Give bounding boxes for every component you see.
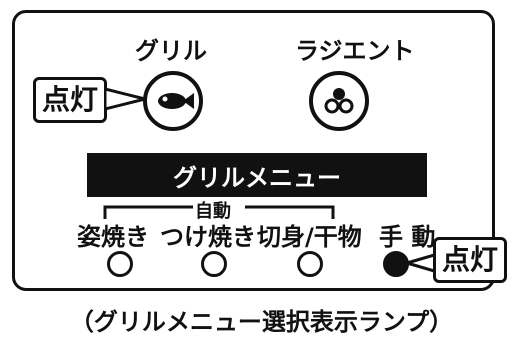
lamp-manual-lit [383, 251, 409, 277]
option-sugatayaki[interactable]: 姿焼き [77, 223, 149, 251]
lamp-tsukeyaki [201, 251, 227, 277]
radiant-label: ラジエント [295, 37, 415, 65]
option-kirimi-himono[interactable]: 切身/干物 [257, 223, 362, 251]
grill-label: グリル [135, 37, 207, 65]
auto-label: 自動 [195, 201, 231, 222]
figure-caption: （グリルメニュー選択表示ランプ） [69, 308, 454, 336]
lit-callout-right: 点灯 [433, 237, 508, 283]
option-tsukeyaki[interactable]: つけ焼き [160, 223, 256, 251]
radiant-burners-icon [324, 88, 354, 114]
grill-button[interactable] [143, 71, 203, 131]
lamp-kirimi-himono [297, 251, 323, 277]
lamp-sugatayaki [107, 251, 133, 277]
auto-bracket [103, 205, 335, 219]
grill-control-panel: グリル 点灯 ラジエント グリルメニュー 自動 姿焼き つけ焼き 切身/干物 手… [12, 10, 508, 291]
fish-icon [158, 93, 194, 109]
grill-menu-bar: グリルメニュー [87, 153, 427, 197]
callout-pointer-left [105, 87, 146, 111]
lit-callout-left: 点灯 [33, 77, 108, 123]
option-manual[interactable]: 手 動 [379, 223, 436, 251]
radiant-button[interactable] [309, 71, 369, 131]
